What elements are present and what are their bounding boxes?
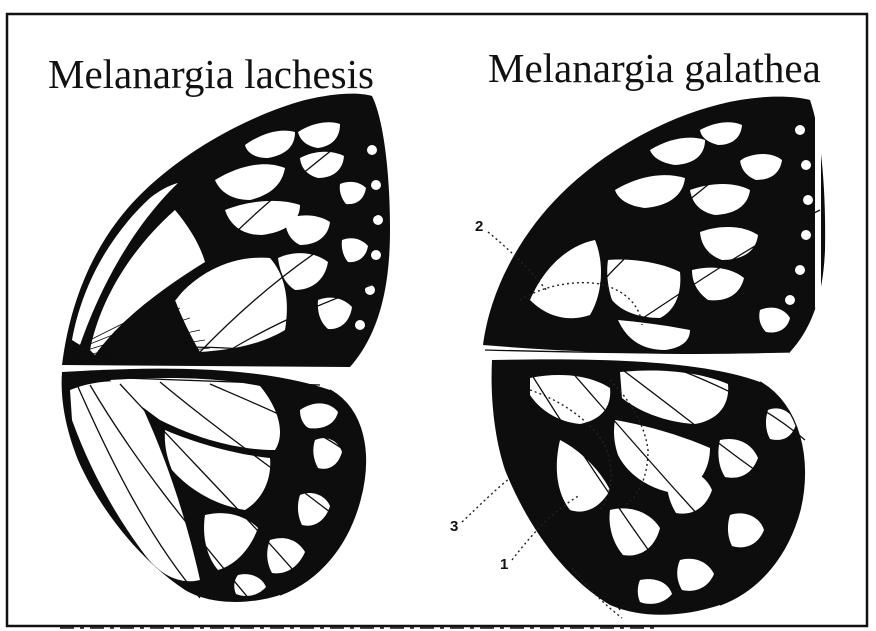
left-forewing (62, 94, 390, 367)
left-butterfly (62, 94, 390, 602)
callout-3-label: 3 (450, 518, 458, 535)
right-species-title: Melanargia galathea (488, 45, 821, 91)
left-species-title: Melanargia lachesis (48, 51, 374, 97)
callout-3-leader (462, 478, 510, 522)
right-hindwing (492, 359, 805, 614)
right-butterfly: 2 3 1 (450, 97, 825, 618)
callout-1-label: 1 (500, 556, 508, 573)
right-forewing (483, 97, 825, 354)
left-hindwing (62, 369, 366, 602)
callout-2-label: 2 (475, 218, 483, 235)
